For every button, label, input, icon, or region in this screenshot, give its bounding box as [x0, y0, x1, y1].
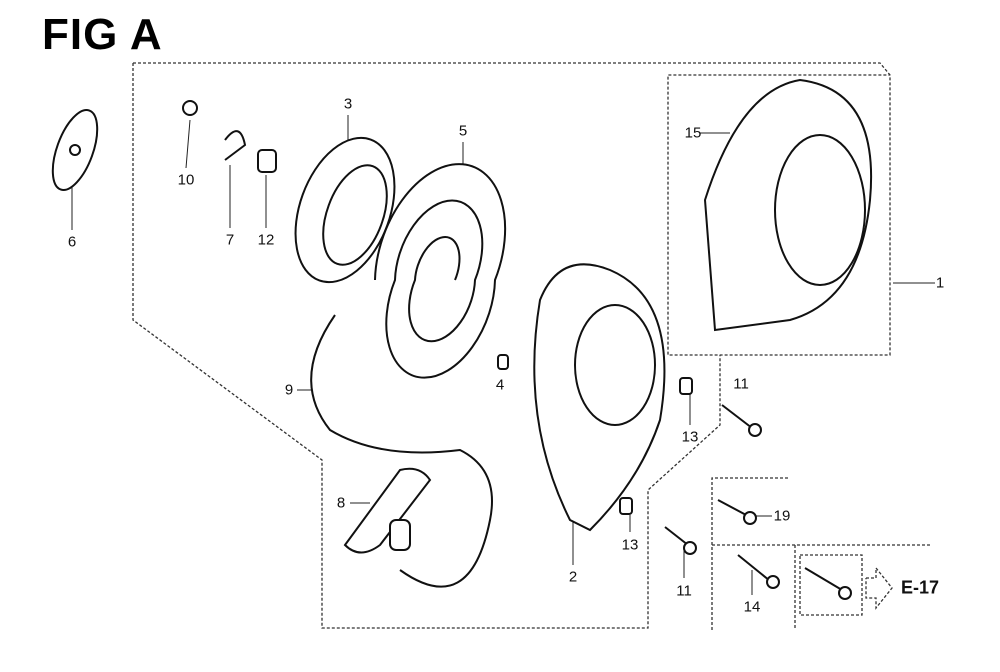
- bolt-box-19: [711, 477, 790, 630]
- callout-3: 3: [343, 95, 353, 113]
- collar-13b: [619, 497, 633, 515]
- spring-5: [374, 163, 507, 379]
- group-boundaries: [132, 62, 930, 630]
- callout-13: 13: [681, 428, 699, 446]
- callout-1: 1: [935, 274, 945, 292]
- callout-2: 2: [568, 568, 578, 586]
- parts: [51, 78, 873, 600]
- callout-12: 12: [257, 231, 275, 249]
- callout-10: 10: [177, 171, 195, 189]
- collar-13: [679, 377, 693, 395]
- main-assembly-boundary: [133, 62, 891, 356]
- callout-5: 5: [458, 122, 468, 140]
- arrow-e17: [865, 566, 893, 610]
- bolt-19: [717, 499, 749, 517]
- rope-9: [310, 314, 493, 588]
- callout-8: 8: [336, 494, 346, 512]
- callout-13b: 13: [621, 536, 639, 554]
- callout-14: 14: [743, 598, 761, 616]
- bolt-ref: [804, 567, 843, 591]
- callout-6: 6: [67, 233, 77, 251]
- bolt-ref-box: [799, 554, 863, 616]
- nut-4: [497, 354, 509, 370]
- callout-9: 9: [284, 381, 294, 399]
- callout-4: 4: [495, 376, 505, 394]
- bolt-10: [182, 100, 198, 116]
- main-assembly-outline: [132, 63, 721, 629]
- hook-7: [224, 130, 247, 161]
- bolt-11: [721, 404, 753, 429]
- callout-11: 11: [733, 375, 749, 393]
- bolt-11b: [664, 526, 689, 546]
- handle-8: [343, 467, 432, 554]
- callout-7: 7: [225, 231, 235, 249]
- reference-e17-link[interactable]: E-17: [900, 577, 940, 598]
- figure-title: FIG A: [42, 10, 163, 59]
- callout-19: 19: [773, 507, 791, 525]
- ratchet-12: [257, 149, 277, 173]
- callout-15: 15: [684, 124, 702, 142]
- callout-11b: 11: [676, 582, 692, 600]
